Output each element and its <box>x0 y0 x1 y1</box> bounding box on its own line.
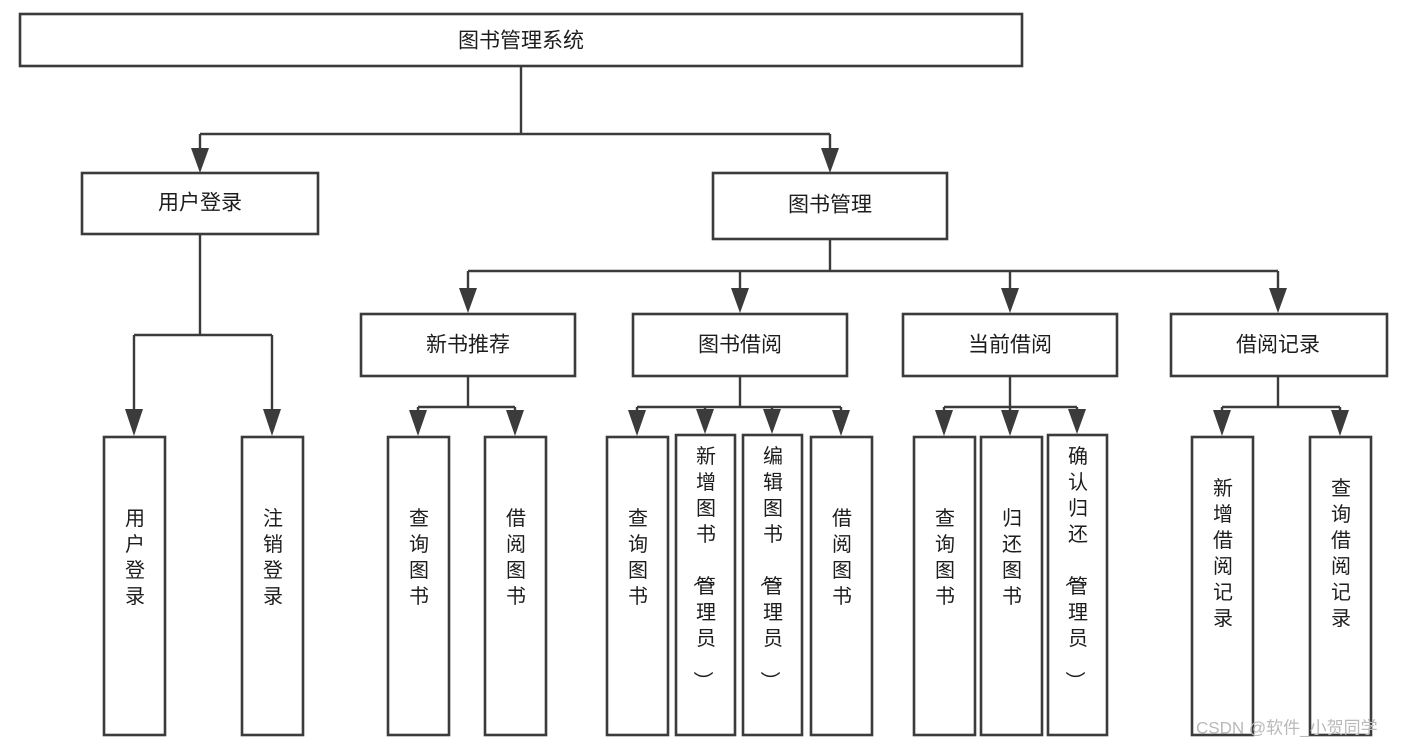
connector-book-manage-bus <box>466 239 1280 292</box>
connector-user-login-bus <box>132 234 274 412</box>
node-book-manage[interactable]: 图书管理 <box>711 171 949 241</box>
arrow-to-current-borrow <box>1001 288 1019 313</box>
leaf-add-record-box[interactable] <box>1190 435 1255 737</box>
arrow-to-book-manage <box>821 148 839 173</box>
arrow-to-leaf-query-book-2 <box>628 410 646 436</box>
leaf-user-logout-box[interactable] <box>240 435 305 737</box>
leaf-borrow-book-1[interactable]: 借阅图书 <box>483 435 548 737</box>
arrow-to-leaf-query-book-3 <box>935 410 953 436</box>
leaf-query-book-1-label: 查询图书 <box>409 507 429 608</box>
arrow-to-leaf-add-book <box>696 409 714 434</box>
leaf-confirm-return[interactable]: 确认归还（管理员） <box>1046 433 1109 737</box>
leaf-query-book-2[interactable]: 查询图书 <box>605 435 670 737</box>
node-book-borrow-label: 图书借阅 <box>698 334 782 357</box>
leaf-query-book-2-box[interactable] <box>605 435 670 737</box>
leaf-borrow-book-2[interactable]: 借阅图书 <box>809 435 874 737</box>
node-new-book-recommend[interactable]: 新书推荐 <box>359 312 577 378</box>
connector-borrow-record-bus <box>1220 376 1342 414</box>
csdn-watermark: CSDN @软件_小贺同学 <box>1196 718 1378 737</box>
leaf-return-book[interactable]: 归还图书 <box>979 435 1044 737</box>
node-root[interactable]: 图书管理系统 <box>18 12 1024 68</box>
arrow-to-leaf-user-logout <box>263 409 281 436</box>
leaf-borrow-book-1-label: 借阅图书 <box>506 507 526 608</box>
node-book-borrow[interactable]: 图书借阅 <box>631 312 849 378</box>
arrow-to-user-login <box>191 148 209 173</box>
leaf-return-book-box[interactable] <box>979 435 1044 737</box>
arrow-to-book-borrow <box>731 288 749 313</box>
node-borrow-record-box[interactable] <box>1169 312 1389 378</box>
leaf-query-record[interactable]: 查询借阅记录 <box>1308 435 1373 737</box>
leaf-borrow-book-2-label: 借阅图书 <box>832 507 852 608</box>
leaf-add-book-box[interactable] <box>674 433 737 737</box>
leaf-edit-book-box[interactable] <box>741 433 804 737</box>
leaf-query-book-1-box[interactable] <box>386 435 451 737</box>
arrow-to-borrow-record <box>1269 288 1287 313</box>
node-user-login-box[interactable] <box>80 171 320 236</box>
node-root-box[interactable] <box>18 12 1024 68</box>
leaf-query-record-box[interactable] <box>1308 435 1373 737</box>
arrow-to-leaf-return-book <box>1001 410 1019 436</box>
arrow-to-leaf-query-book-1 <box>409 410 427 436</box>
connector-new-book-recommend-bus <box>416 376 517 414</box>
arrow-to-leaf-user-login <box>125 409 143 436</box>
node-current-borrow-box[interactable] <box>901 312 1119 378</box>
node-current-borrow[interactable]: 当前借阅 <box>901 312 1119 378</box>
node-book-manage-label: 图书管理 <box>788 194 872 217</box>
node-current-borrow-label: 当前借阅 <box>968 334 1052 357</box>
leaf-query-book-1[interactable]: 查询图书 <box>386 435 451 737</box>
leaf-user-login-box[interactable] <box>102 435 167 737</box>
arrow-to-new-book-recommend <box>459 288 477 313</box>
leaf-return-book-label: 归还图书 <box>1002 507 1022 608</box>
node-book-borrow-box[interactable] <box>631 312 849 378</box>
arrow-to-leaf-add-record <box>1213 410 1231 436</box>
arrow-to-leaf-query-record <box>1331 410 1349 436</box>
leaf-query-book-3-box[interactable] <box>912 435 977 737</box>
leaf-query-record-label: 查询借阅记录 <box>1331 477 1351 630</box>
arrow-to-leaf-borrow-book-1 <box>506 410 524 436</box>
leaf-add-record[interactable]: 新增借阅记录 <box>1190 435 1255 737</box>
leaf-query-book-3-label: 查询图书 <box>935 507 955 608</box>
leaf-edit-book[interactable]: 编辑图书（管理员） <box>741 433 804 737</box>
arrow-to-leaf-edit-book <box>763 409 781 434</box>
leaf-borrow-book-2-box[interactable] <box>809 435 874 737</box>
connector-layer <box>125 66 1349 436</box>
leaf-user-logout[interactable]: 注销登录 <box>240 435 305 737</box>
node-new-book-recommend-label: 新书推荐 <box>426 334 510 357</box>
leaf-edit-book-label: 编辑图书（管理员） <box>758 445 783 691</box>
node-book-manage-box[interactable] <box>711 171 949 241</box>
leaf-confirm-return-box[interactable] <box>1046 433 1109 737</box>
arrow-to-leaf-borrow-book-2 <box>832 410 850 436</box>
connector-root-bus <box>198 66 832 160</box>
leaf-borrow-book-1-box[interactable] <box>483 435 548 737</box>
leaf-add-book[interactable]: 新增图书（管理员） <box>674 433 737 737</box>
node-user-login-label: 用户登录 <box>158 192 242 215</box>
leaf-add-book-label: 新增图书（管理员） <box>691 445 716 691</box>
arrow-to-leaf-confirm-return <box>1068 409 1086 434</box>
node-new-book-recommend-box[interactable] <box>359 312 577 378</box>
node-borrow-record-label: 借阅记录 <box>1236 334 1320 357</box>
leaf-user-login[interactable]: 用户登录 <box>102 435 167 737</box>
leaf-confirm-return-label: 确认归还（管理员） <box>1063 445 1088 691</box>
node-user-login[interactable]: 用户登录 <box>80 171 320 236</box>
node-root-label: 图书管理系统 <box>458 30 584 53</box>
connector-current-borrow-bus <box>942 376 1079 414</box>
leaf-query-book-3[interactable]: 查询图书 <box>912 435 977 737</box>
leaf-query-book-2-label: 查询图书 <box>628 507 648 608</box>
connector-book-borrow-bus <box>635 376 843 414</box>
leaf-user-logout-label: 注销登录 <box>263 507 283 608</box>
leaf-add-record-label: 新增借阅记录 <box>1213 477 1233 630</box>
leaf-user-login-label: 用户登录 <box>125 508 145 608</box>
node-borrow-record[interactable]: 借阅记录 <box>1169 312 1389 378</box>
